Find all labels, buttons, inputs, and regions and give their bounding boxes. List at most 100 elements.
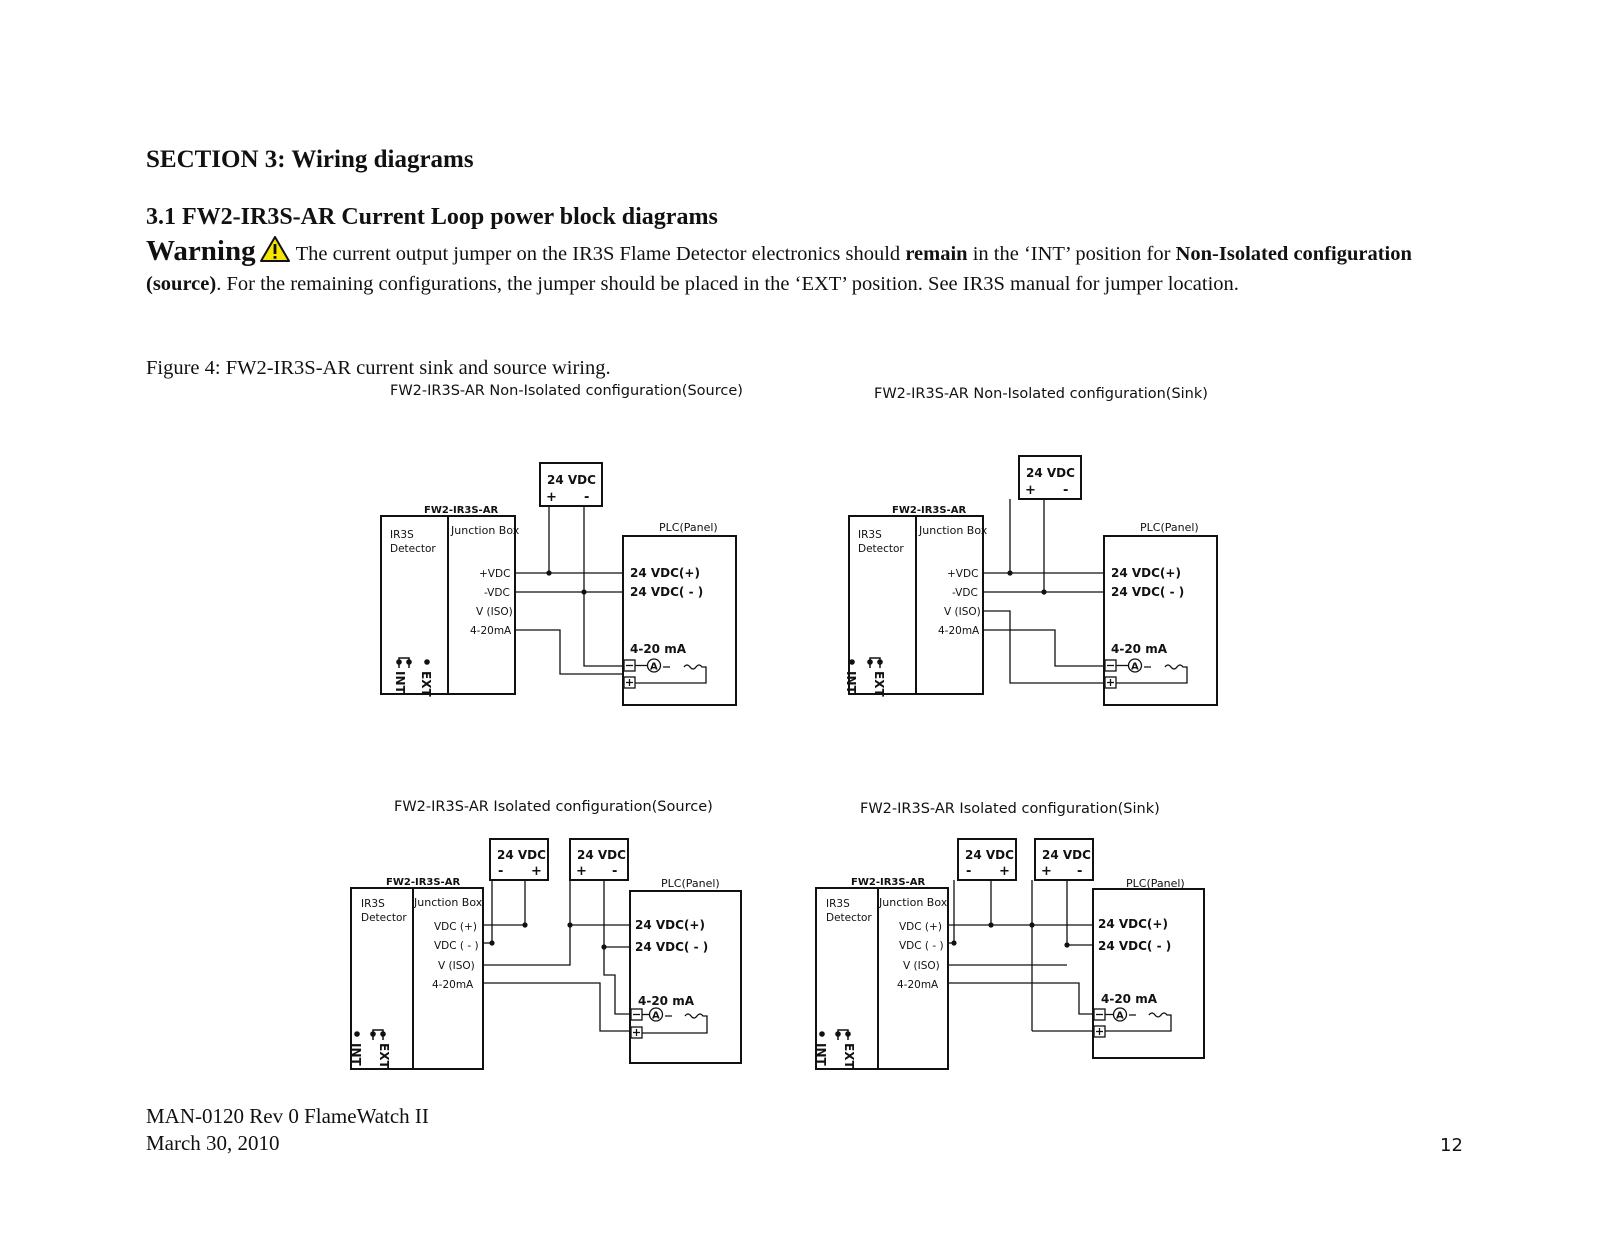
plc-label: PLC(Panel): [659, 521, 718, 534]
supply-box-2: [569, 838, 629, 881]
plc-minus: 24 VDC( - ): [1111, 585, 1184, 599]
warning-text-3: . For the remaining configurations, the …: [216, 273, 1239, 295]
plc-box: [629, 890, 742, 1064]
plc-box: [1103, 535, 1218, 706]
unit-label: FW2-IR3S-AR: [892, 505, 966, 516]
supply-1-minus: -: [966, 864, 971, 879]
terminal-viso: V (ISO): [903, 960, 940, 972]
diagram-title: FW2-IR3S-AR Non-Isolated configuration(S…: [874, 386, 1208, 402]
plc-box: [1092, 888, 1205, 1059]
warning-label: Warning: [146, 235, 256, 267]
diagram-isolated-source: FW2-IR3S-AR Isolated configuration(Sourc…: [330, 795, 760, 1095]
int-label: INT: [814, 1043, 828, 1067]
ammeter-icon: [1127, 658, 1143, 673]
figure-caption: Figure 4: FW2-IR3S-AR current sink and s…: [146, 357, 611, 379]
detector-label: IR3S: [826, 898, 850, 910]
section-title: SECTION 3: Wiring diagrams: [146, 146, 474, 173]
unit-label: FW2-IR3S-AR: [386, 877, 460, 888]
supply-box: [1018, 455, 1082, 500]
ammeter-label: A: [1116, 1011, 1124, 1022]
plc-loop-label: 4-20 mA: [1111, 642, 1168, 656]
int-label: INT: [349, 1043, 363, 1067]
detector-label: IR3S: [858, 529, 882, 541]
plc-loop-label: 4-20 mA: [1101, 992, 1158, 1006]
supply-plus: +: [546, 490, 557, 505]
supply-box-1: [489, 838, 549, 881]
detector-label: IR3S: [361, 898, 385, 910]
supply-2-minus: -: [1077, 864, 1082, 879]
plc-minus: 24 VDC( - ): [630, 585, 703, 599]
detector-label: IR3S: [390, 529, 414, 541]
junction-box-label: Junction Box: [878, 896, 948, 909]
plc-plus: 24 VDC(+): [630, 566, 700, 580]
supply-minus: -: [584, 490, 589, 505]
plc-box: [622, 535, 737, 706]
int-label: INT: [844, 671, 858, 695]
supply-2-plus: +: [1041, 864, 1052, 879]
diagram-non-isolated-source: FW2-IR3S-AR Non-Isolated configuration(S…: [360, 378, 760, 728]
page-number: 12: [1440, 1135, 1463, 1156]
terminal-viso: V (ISO): [438, 960, 475, 972]
supply-plus: +: [1025, 483, 1036, 498]
supply-1-plus: +: [531, 864, 542, 879]
ammeter-label: A: [1131, 662, 1139, 673]
plc-plus: 24 VDC(+): [635, 918, 705, 932]
supply-1-minus: -: [498, 864, 503, 879]
diagram-non-isolated-sink: FW2-IR3S-AR Non-Isolated configuration(S…: [830, 378, 1230, 728]
terminal-pvdc: +VDC: [947, 568, 978, 580]
detector-box: [815, 887, 949, 1070]
plc-label: PLC(Panel): [1126, 877, 1185, 890]
supply-2-label: 24 VDC: [577, 848, 626, 862]
junction-box-label: Junction Box: [450, 524, 520, 537]
ammeter-label: A: [652, 1011, 660, 1022]
supply-2-label: 24 VDC: [1042, 848, 1091, 862]
diagram-title: FW2-IR3S-AR Isolated configuration(Sink): [860, 801, 1160, 817]
terminal-vdc-minus: VDC ( - ): [434, 940, 479, 952]
terminal-ma: 4-20mA: [938, 625, 980, 637]
warning-triangle-icon: [259, 236, 290, 262]
footer: MAN-0120 Rev 0 FlameWatch II March 30, 2…: [146, 1103, 429, 1157]
warning-bold-remain: remain: [905, 243, 968, 265]
subsection-title: 3.1 FW2-IR3S-AR Current Loop power block…: [146, 204, 718, 230]
terminal-vdc-minus: VDC ( - ): [899, 940, 944, 952]
footer-date: March 30, 2010: [146, 1131, 280, 1155]
ext-label: EXT: [419, 671, 433, 697]
footer-doc-id: MAN-0120 Rev 0 FlameWatch II: [146, 1104, 429, 1128]
ammeter-icon: [646, 658, 662, 673]
junction-box-label: Junction Box: [413, 896, 483, 909]
supply-2-plus: +: [576, 864, 587, 879]
int-label: INT: [393, 671, 407, 695]
diagram-isolated-sink: FW2-IR3S-AR Isolated configuration(Sink)…: [795, 795, 1235, 1095]
junction-box-label: Junction Box: [918, 524, 988, 537]
plc-label: PLC(Panel): [1140, 521, 1199, 534]
unit-label: FW2-IR3S-AR: [851, 877, 925, 888]
ammeter-icon: [1112, 1007, 1128, 1022]
ext-label: EXT: [377, 1043, 391, 1069]
terminal-vdc-plus: VDC (+): [899, 921, 942, 933]
unit-label: FW2-IR3S-AR: [424, 505, 498, 516]
terminal-ma: 4-20mA: [470, 625, 512, 637]
ammeter-label: A: [650, 662, 658, 673]
terminal-vdc-plus: VDC (+): [434, 921, 477, 933]
supply-1-plus: +: [999, 864, 1010, 879]
ext-label: EXT: [842, 1043, 856, 1069]
terminal-mvdc: -VDC: [952, 587, 978, 599]
plc-minus: 24 VDC( - ): [635, 940, 708, 954]
terminal-ma: 4-20mA: [897, 979, 939, 991]
terminal-ma: 4-20mA: [432, 979, 474, 991]
detector-label-2: Detector: [826, 912, 872, 924]
detector-label-2: Detector: [361, 912, 407, 924]
plc-loop-label: 4-20 mA: [630, 642, 687, 656]
terminal-pvdc: +VDC: [479, 568, 510, 580]
supply-label: 24 VDC: [547, 473, 596, 487]
terminal-viso: V (ISO): [944, 606, 981, 618]
terminal-viso: V (ISO): [476, 606, 513, 618]
plc-loop-label: 4-20 mA: [638, 994, 695, 1008]
ext-label: EXT: [872, 671, 886, 697]
plc-plus: 24 VDC(+): [1098, 917, 1168, 931]
terminal-mvdc: -VDC: [484, 587, 510, 599]
supply-2-minus: -: [612, 864, 617, 879]
supply-box-2: [1034, 838, 1094, 881]
plc-label: PLC(Panel): [661, 877, 720, 890]
